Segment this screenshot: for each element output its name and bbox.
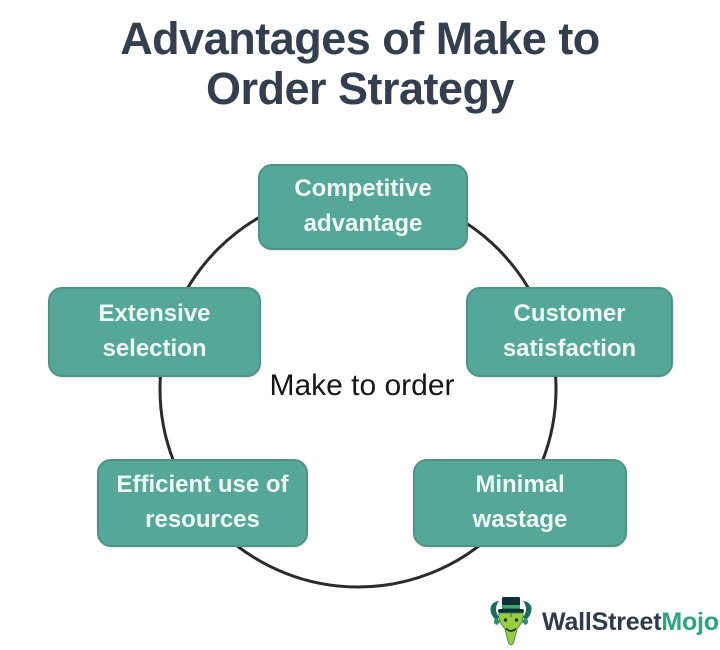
node-label-line: Minimal	[475, 471, 565, 499]
node-minimal-wastage: Minimal wastage	[413, 459, 627, 547]
page-title: Advantages of Make to Order Strategy	[0, 13, 720, 115]
brand-mojo: Mojo	[661, 607, 719, 636]
bull-with-top-hat-icon	[490, 597, 532, 646]
node-label-line: Efficient use of	[116, 471, 289, 499]
node-label-line: Competitive	[294, 175, 432, 203]
node-label-line: Extensive	[98, 300, 211, 328]
page-title-line1: Advantages of Make to	[120, 13, 600, 64]
page-title-line2: Order Strategy	[205, 63, 515, 115]
node-competitive-advantage: Competitive advantage	[258, 164, 468, 250]
node-customer-satisfaction: Customer satisfaction	[466, 287, 673, 377]
node-label-line: Customer	[513, 300, 626, 328]
node-label-line: advantage	[303, 210, 423, 237]
node-label-line: resources	[145, 506, 260, 533]
node-label-line: satisfaction	[502, 335, 637, 362]
node-label-line: wastage	[472, 506, 568, 533]
node-label-line: selection	[102, 335, 207, 362]
node-efficient-use-of-resources: Efficient use of resources	[97, 459, 308, 547]
wallstreetmojo-logo: WallStreetMojo	[486, 596, 719, 648]
brand-wordmark: WallStreetMojo	[542, 608, 719, 637]
node-extensive-selection: Extensive selection	[48, 287, 261, 377]
center-label: Make to order	[269, 369, 455, 402]
brand-wallstreet: WallStreet	[542, 607, 662, 636]
